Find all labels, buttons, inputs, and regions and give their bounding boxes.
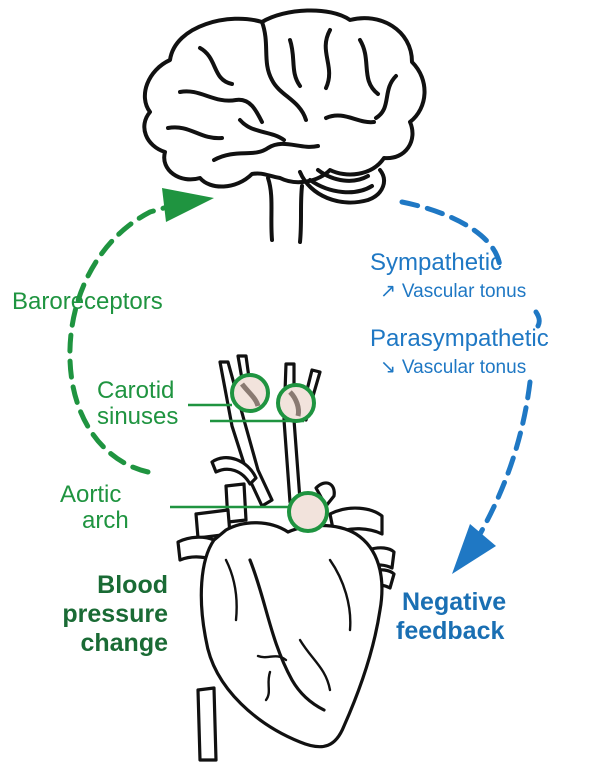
sympathetic-label: Sympathetic — [370, 250, 502, 275]
sympathetic-effect: ↗ Vascular tonus — [380, 282, 526, 302]
brain-fold — [326, 116, 374, 123]
carotid-sinuses-label: Carotid sinuses — [97, 378, 178, 429]
negative-feedback-label: Negative feedback — [396, 588, 506, 646]
carotid-label-line1: Carotid — [97, 378, 178, 403]
brain-fold — [376, 76, 396, 118]
aortic-arch-marker — [289, 493, 327, 531]
blood-label-line1: Blood — [62, 571, 168, 600]
aortic-label-line2: arch — [82, 508, 129, 533]
decrease-arrow-icon: ↘ — [380, 357, 396, 378]
brain-fold — [360, 40, 378, 94]
inferior-vena-cava — [198, 688, 216, 760]
brain-fold — [180, 91, 262, 122]
sympathetic-effect-text: Vascular tonus — [402, 281, 526, 302]
brain-fold — [290, 40, 300, 86]
brain-fold — [168, 127, 222, 138]
brain-fold — [214, 144, 318, 160]
heart-body — [201, 523, 382, 747]
baroreceptors-label: Baroreceptors — [12, 289, 163, 314]
cerebrum-outline — [144, 10, 424, 186]
parasympathetic-effect: ↘ Vascular tonus — [380, 358, 526, 378]
aortic-arch-label: Aortic arch — [60, 482, 129, 533]
brain-fold — [262, 22, 306, 120]
blood-label-line3: change — [62, 629, 168, 658]
afferent-pathway-arrow — [70, 204, 178, 472]
efferent-arrowhead — [452, 524, 496, 574]
brain-fold — [326, 30, 330, 88]
brain-fold — [200, 48, 232, 84]
parasympathetic-label: Parasympathetic — [370, 326, 549, 351]
increase-arrow-icon: ↗ — [380, 281, 396, 302]
carotid-label-line2: sinuses — [97, 404, 178, 429]
negative-label-line2: feedback — [396, 617, 506, 646]
brainstem — [268, 178, 302, 242]
blood-pressure-change-label: Blood pressure change — [62, 571, 168, 657]
afferent-arrowhead — [162, 188, 214, 222]
parasympathetic-effect-text: Vascular tonus — [402, 357, 526, 378]
blood-label-line2: pressure — [62, 600, 168, 629]
aortic-label-line1: Aortic — [60, 482, 129, 507]
negative-label-line1: Negative — [396, 588, 506, 617]
